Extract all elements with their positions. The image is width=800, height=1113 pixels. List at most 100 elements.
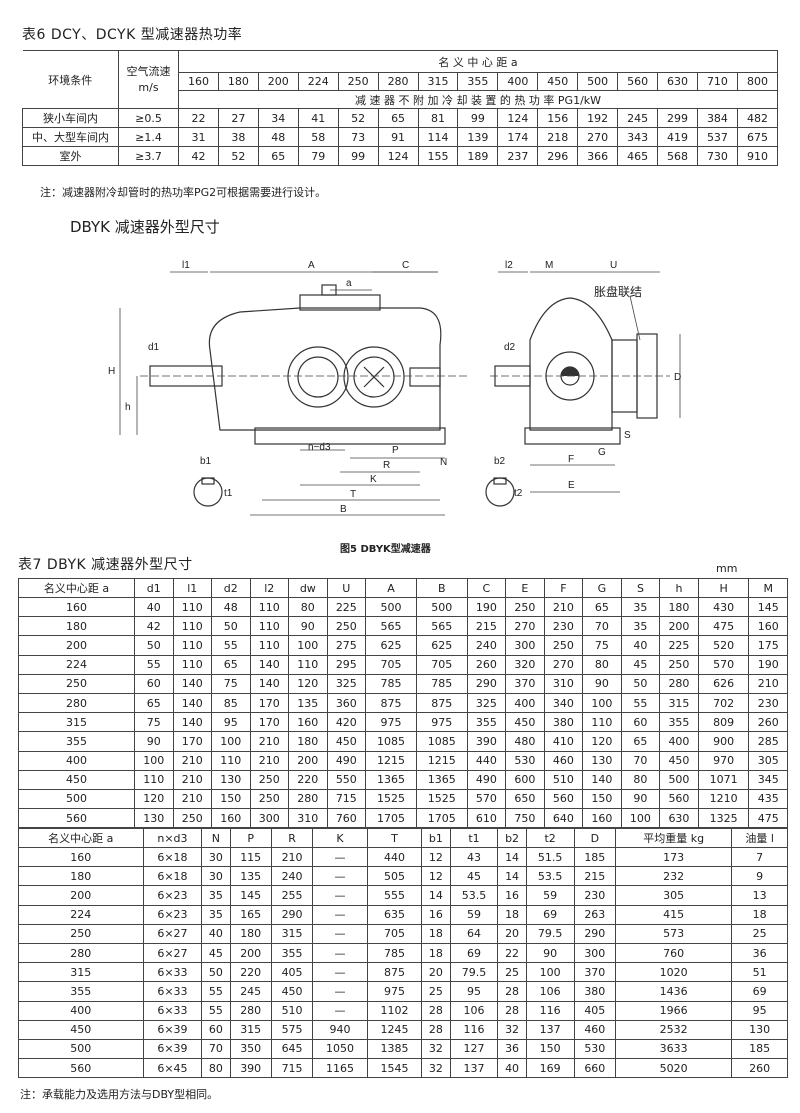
data-cell: 100 xyxy=(525,962,575,983)
data-cell: 610 xyxy=(466,808,507,829)
data-cell: 1050 xyxy=(312,1038,368,1060)
dim-U: U xyxy=(610,260,617,271)
data-cell: 400 xyxy=(18,1000,144,1021)
data-cell: 137 xyxy=(525,1019,575,1040)
data-cell: 116 xyxy=(525,1000,575,1021)
env-cell: 中、大型车间内 xyxy=(22,127,119,147)
data-cell: 110 xyxy=(172,616,213,637)
power-cell: 124 xyxy=(497,108,539,128)
data-cell: 160 xyxy=(18,846,144,868)
header-cell: 平均重量 kg xyxy=(614,828,733,848)
data-cell: 127 xyxy=(449,1038,499,1060)
data-cell: 32 xyxy=(421,1038,451,1060)
data-cell: 175 xyxy=(748,635,788,656)
data-cell: 110 xyxy=(133,769,174,790)
header-cell: F xyxy=(543,578,584,598)
data-cell: 315 xyxy=(229,1019,272,1040)
data-cell: 65 xyxy=(133,692,174,714)
data-cell: 130 xyxy=(211,769,251,790)
data-cell: 660 xyxy=(573,1058,617,1079)
data-cell: 1525 xyxy=(415,788,468,810)
power-cell: 296 xyxy=(537,146,579,166)
data-cell: 14 xyxy=(421,885,451,906)
data-cell: 110 xyxy=(249,596,290,618)
data-cell: 210 xyxy=(543,596,584,618)
power-cell: 189 xyxy=(457,146,499,166)
data-cell: 50 xyxy=(620,673,661,694)
data-cell: 120 xyxy=(133,788,174,810)
data-cell: 232 xyxy=(614,866,733,887)
data-cell: 180 xyxy=(659,596,699,618)
data-cell: 55 xyxy=(211,635,251,656)
center-cell: 200 xyxy=(257,72,299,91)
data-cell: 750 xyxy=(505,808,545,829)
data-cell: 340 xyxy=(543,692,584,714)
power-cell: 73 xyxy=(337,127,379,147)
data-cell: 6×33 xyxy=(142,981,203,1002)
data-cell: 210 xyxy=(748,673,788,694)
data-cell: 50 xyxy=(211,616,251,637)
data-cell: 130 xyxy=(133,808,174,829)
dim-T: T xyxy=(350,489,356,500)
data-cell: 315 xyxy=(659,692,699,714)
power-cell: 42 xyxy=(178,146,219,166)
data-cell: 220 xyxy=(229,962,272,983)
power-cell: 124 xyxy=(377,146,419,166)
dim-a: a xyxy=(346,278,352,289)
data-cell: 160 xyxy=(582,808,622,829)
data-cell: 290 xyxy=(466,673,507,694)
power-cell: 537 xyxy=(696,127,738,147)
dim-l1: l1 xyxy=(182,260,190,271)
data-cell: 390 xyxy=(229,1058,272,1079)
data-cell: 100 xyxy=(582,692,622,714)
keyway-section-left xyxy=(193,477,223,507)
data-cell: 60 xyxy=(620,712,661,733)
data-cell: 500 xyxy=(415,596,468,618)
data-cell: 1385 xyxy=(366,1038,423,1060)
data-cell: 435 xyxy=(748,788,788,810)
data-cell: — xyxy=(312,962,368,983)
data-cell: 75 xyxy=(211,673,251,694)
data-cell: 14 xyxy=(497,846,527,868)
data-cell: 280 xyxy=(18,692,135,714)
data-cell: 785 xyxy=(366,942,423,964)
power-cell: 245 xyxy=(617,108,659,128)
data-cell: 250 xyxy=(249,788,290,810)
header-cell: l2 xyxy=(249,578,290,598)
data-cell: 28 xyxy=(421,1019,451,1040)
data-cell: 140 xyxy=(582,769,622,790)
data-cell: 22 xyxy=(497,942,527,964)
header-cell: N xyxy=(201,828,231,848)
data-cell: 1102 xyxy=(366,1000,423,1021)
data-cell: 180 xyxy=(229,923,272,944)
data-cell: 1966 xyxy=(614,1000,733,1021)
data-cell: 130 xyxy=(582,750,622,771)
header-cell: d2 xyxy=(211,578,251,598)
data-cell: 715 xyxy=(326,788,367,810)
data-cell: 200 xyxy=(229,942,272,964)
data-cell: 355 xyxy=(466,712,507,733)
data-cell: 500 xyxy=(18,788,135,810)
data-cell: 400 xyxy=(505,692,545,714)
dim-N: N xyxy=(440,457,447,468)
data-cell: 170 xyxy=(249,692,290,714)
data-cell: 715 xyxy=(270,1058,314,1079)
data-cell: 510 xyxy=(543,769,584,790)
data-cell: 1215 xyxy=(365,750,417,771)
data-cell: 36 xyxy=(731,942,788,964)
data-cell: 170 xyxy=(172,731,213,752)
dim-h: h xyxy=(125,402,131,413)
data-cell: 1020 xyxy=(614,962,733,983)
data-cell: 250 xyxy=(18,673,135,694)
data-cell: 95 xyxy=(449,981,499,1002)
data-cell: 100 xyxy=(133,750,174,771)
data-cell: 440 xyxy=(366,846,423,868)
dim-A: A xyxy=(308,260,315,271)
data-cell: 100 xyxy=(288,635,328,656)
data-cell: 110 xyxy=(211,750,251,771)
header-cell: E xyxy=(505,578,545,598)
